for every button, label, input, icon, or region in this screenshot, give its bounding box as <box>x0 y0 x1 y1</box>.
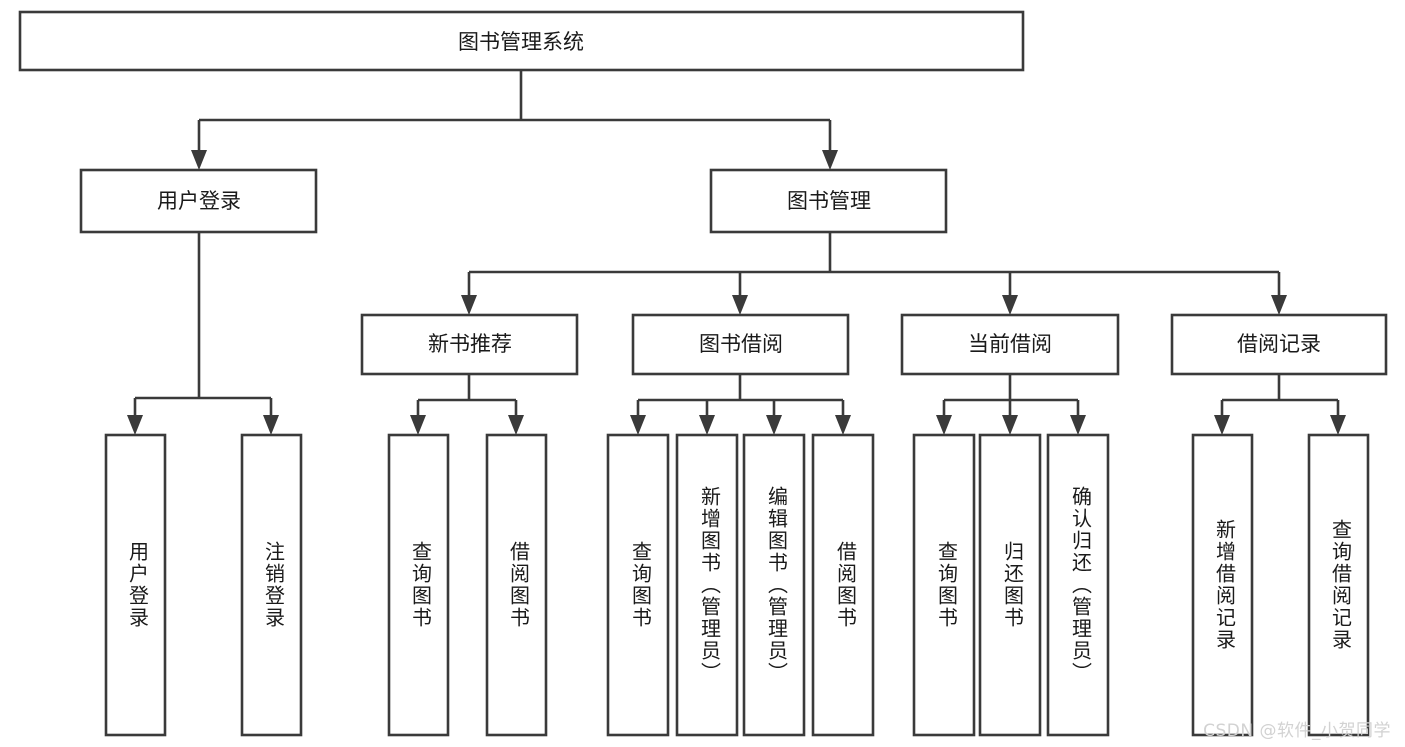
node-leaf-user-login[interactable]: 用户登录 <box>104 433 167 737</box>
node-leaf-nbr-borrow[interactable]: 借阅图书 <box>485 433 548 737</box>
node-current-borrow-label: 当前借阅 <box>968 332 1052 356</box>
node-leaf-br-query-box[interactable] <box>1307 433 1370 737</box>
arrowhead-leaf-cb-query <box>936 415 952 435</box>
node-leaf-bb-query-label: 查询图书 <box>629 541 653 629</box>
node-leaf-bb-borrow-label: 借阅图书 <box>834 541 858 629</box>
arrowhead-leaf-user-login <box>127 415 143 435</box>
node-root[interactable]: 图书管理系统 <box>18 10 1025 72</box>
arrowhead-leaf-bb-borrow <box>835 415 851 435</box>
node-book-borrow-label: 图书借阅 <box>699 332 783 356</box>
node-user-login[interactable]: 用户登录 <box>79 168 318 234</box>
arrowhead-user-login <box>191 150 207 170</box>
node-leaf-cb-return-box[interactable] <box>978 433 1042 737</box>
node-new-book-rec-label: 新书推荐 <box>428 332 512 356</box>
node-leaf-user-login-box[interactable] <box>104 433 167 737</box>
node-leaf-br-query-label: 查询借阅记录 <box>1329 519 1353 651</box>
node-borrow-record[interactable]: 借阅记录 <box>1170 313 1388 376</box>
node-leaf-br-add[interactable]: 新增借阅记录 <box>1191 433 1254 737</box>
node-new-book-rec[interactable]: 新书推荐 <box>360 313 579 376</box>
node-leaf-nbr-borrow-label: 借阅图书 <box>507 541 531 629</box>
node-book-manage-label: 图书管理 <box>787 189 871 213</box>
arrowhead-leaf-bb-edit <box>766 415 782 435</box>
node-leaf-nbr-query[interactable]: 查询图书 <box>387 433 450 737</box>
node-leaf-nbr-query-label: 查询图书 <box>409 541 433 629</box>
node-leaf-user-logout-label: 注销登录 <box>262 541 286 629</box>
node-leaf-cb-confirm-box[interactable] <box>1046 433 1110 737</box>
node-new-book-rec-box[interactable] <box>360 313 579 376</box>
node-leaf-bb-add-label: 新增图书（管理员） <box>698 486 722 684</box>
node-book-borrow[interactable]: 图书借阅 <box>631 313 850 376</box>
node-leaf-br-add-label: 新增借阅记录 <box>1213 519 1237 651</box>
node-leaf-bb-query[interactable]: 查询图书 <box>606 433 670 737</box>
node-user-login-box[interactable] <box>79 168 318 234</box>
node-leaf-cb-return[interactable]: 归还图书 <box>978 433 1042 737</box>
node-leaf-cb-query[interactable]: 查询图书 <box>912 433 976 737</box>
node-leaf-bb-borrow-box[interactable] <box>811 433 875 737</box>
arrowhead-leaf-user-logout <box>263 415 279 435</box>
node-borrow-record-box[interactable] <box>1170 313 1388 376</box>
arrowhead-leaf-bb-add <box>699 415 715 435</box>
node-book-manage-box[interactable] <box>709 168 948 234</box>
arrowhead-current-borrow <box>1002 295 1018 315</box>
node-book-manage[interactable]: 图书管理 <box>709 168 948 234</box>
arrowhead-leaf-br-add <box>1214 415 1230 435</box>
arrowhead-leaf-cb-confirm <box>1070 415 1086 435</box>
node-root-label: 图书管理系统 <box>458 30 584 54</box>
connector-layer <box>127 70 1346 435</box>
node-borrow-record-label: 借阅记录 <box>1237 332 1321 356</box>
node-current-borrow-box[interactable] <box>900 313 1120 376</box>
node-leaf-br-query[interactable]: 查询借阅记录 <box>1307 433 1370 737</box>
node-leaf-nbr-query-box[interactable] <box>387 433 450 737</box>
arrowhead-leaf-br-query <box>1330 415 1346 435</box>
node-leaf-bb-add-box[interactable] <box>675 433 739 737</box>
node-leaf-user-logout-box[interactable] <box>240 433 303 737</box>
node-leaf-cb-query-box[interactable] <box>912 433 976 737</box>
arrowhead-leaf-nbr-query <box>410 415 426 435</box>
node-leaf-bb-query-box[interactable] <box>606 433 670 737</box>
node-leaf-user-login-label: 用户登录 <box>126 541 150 629</box>
node-leaf-cb-return-label: 归还图书 <box>1001 541 1025 629</box>
node-leaf-bb-borrow[interactable]: 借阅图书 <box>811 433 875 737</box>
node-leaf-bb-edit-box[interactable] <box>742 433 806 737</box>
node-leaf-cb-query-label: 查询图书 <box>935 541 959 629</box>
node-user-login-label: 用户登录 <box>157 189 241 213</box>
arrowhead-book-borrow <box>732 295 748 315</box>
arrowhead-leaf-bb-query <box>630 415 646 435</box>
node-leaf-bb-add[interactable]: 新增图书（管理员） <box>675 433 739 737</box>
node-leaf-user-logout[interactable]: 注销登录 <box>240 433 303 737</box>
node-leaf-br-add-box[interactable] <box>1191 433 1254 737</box>
node-leaf-bb-edit[interactable]: 编辑图书（管理员） <box>742 433 806 737</box>
node-leaf-cb-confirm[interactable]: 确认归还（管理员） <box>1046 433 1110 737</box>
arrowhead-leaf-cb-return <box>1002 415 1018 435</box>
arrowhead-borrow-record <box>1271 295 1287 315</box>
node-leaf-bb-edit-label: 编辑图书（管理员） <box>765 486 789 684</box>
node-root-box[interactable] <box>18 10 1025 72</box>
node-current-borrow[interactable]: 当前借阅 <box>900 313 1120 376</box>
node-leaf-nbr-borrow-box[interactable] <box>485 433 548 737</box>
node-book-borrow-box[interactable] <box>631 313 850 376</box>
node-leaf-cb-confirm-label: 确认归还（管理员） <box>1069 486 1093 684</box>
arrowhead-new-book-rec <box>461 295 477 315</box>
arrowhead-book-manage <box>822 150 838 170</box>
arrowhead-leaf-nbr-borrow <box>508 415 524 435</box>
